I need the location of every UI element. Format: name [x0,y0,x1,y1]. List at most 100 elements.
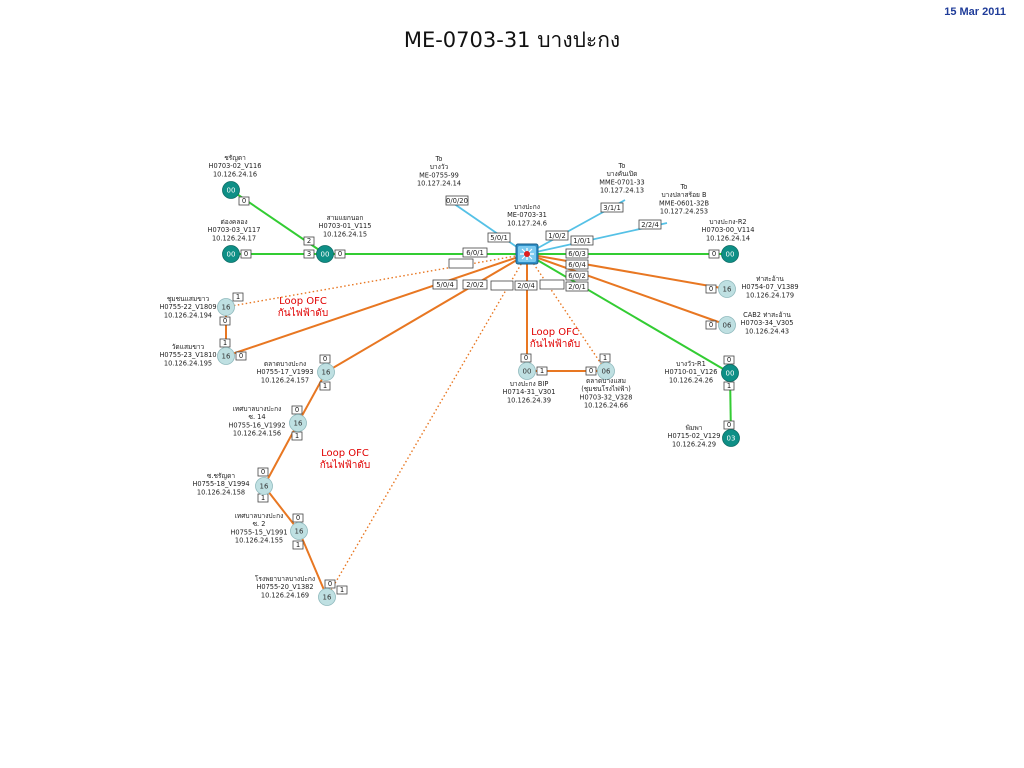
svg-text:บางวัว-R1: บางวัว-R1 [676,360,706,368]
svg-text:0: 0 [338,250,342,258]
link-n13-n14 [297,371,327,424]
port-n5_0: 0 [705,284,717,294]
node-n4[interactable]: 00 [721,245,739,263]
node-n16[interactable]: 16 [290,522,308,540]
port-p202: 2/0/2 [462,279,488,290]
node-n7[interactable]: 00 [721,364,739,382]
port-n1_0: 0 [238,196,250,206]
port-n14_bot: 1 [291,431,303,441]
svg-text:2/0/4: 2/0/4 [517,282,535,290]
svg-text:1: 1 [603,354,607,362]
port-n3_0: 0 [334,249,346,259]
svg-text:10.126.24.39: 10.126.24.39 [507,396,551,404]
port-p604: 6/0/4 [565,259,589,270]
svg-text:10.126.24.66: 10.126.24.66 [584,402,628,410]
svg-text:0: 0 [239,352,243,360]
svg-text:H0703-03_V117: H0703-03_V117 [208,226,261,234]
port-n12_r: 0 [235,351,247,361]
port-p0020: 0/0/20 [445,195,469,206]
svg-text:วัดแสมขาว: วัดแสมขาว [172,343,205,351]
svg-text:H0754-07_V1389: H0754-07_V1389 [741,283,798,291]
link-n15-n16 [263,485,300,532]
port-n7_top: 0 [723,355,735,365]
svg-text:H0755-20_V1382: H0755-20_V1382 [256,583,313,591]
svg-text:H0710-01_V126: H0710-01_V126 [665,368,718,376]
port-n13_top: 0 [319,354,331,364]
port-n15_bot: 1 [257,493,269,503]
svg-text:กันไฟฟ้าดับ: กันไฟฟ้าดับ [278,307,329,319]
link-n16-n17 [298,530,328,598]
link-n6-hub [526,253,728,326]
hub-label: บางปะกง [514,203,540,211]
svg-text:H0755-17_V1993: H0755-17_V1993 [256,368,313,376]
svg-text:H0703-34_V305: H0703-34_V305 [741,319,794,327]
port-n4_0: 0 [708,249,720,259]
node-n10[interactable]: 06 [597,362,615,380]
svg-text:H0703-02_V116: H0703-02_V116 [209,162,262,170]
svg-text:1: 1 [340,586,344,594]
port-n11_top: 1 [232,292,244,302]
link-n17-hub-loop [326,253,528,598]
port-blank2 [490,280,514,291]
svg-text:CAB2 ท่าสะอ้าน: CAB2 ท่าสะอ้าน [743,311,791,319]
switch-icon [515,243,539,265]
svg-text:10.127.24.13: 10.127.24.13 [600,187,644,195]
node-n15[interactable]: 16 [255,477,273,495]
port-blank1 [448,258,474,269]
port-n6_0: 0 [705,320,717,330]
node-n8[interactable]: 03 [722,429,740,447]
node-n5[interactable]: 16 [718,280,736,298]
node-n9[interactable]: 00 [518,362,536,380]
node-n12[interactable]: 16 [217,347,235,365]
svg-text:10.126.24.156: 10.126.24.156 [233,430,281,438]
svg-text:1/0/1: 1/0/1 [573,237,591,245]
svg-text:บางคันเปิด: บางคันเปิด [607,170,638,178]
link-n11-hub-loop [225,253,528,308]
port-n8_0: 0 [723,420,735,430]
node-n17[interactable]: 16 [318,588,336,606]
label-n10: ตลาดบางแสม(ชุมชนโรงไฟฟ้า)H0703-32_V32810… [580,377,633,410]
node-n3[interactable]: 00 [316,245,334,263]
svg-text:16: 16 [322,369,331,377]
port-p504: 5/0/4 [432,279,458,290]
svg-text:MME-0601-32B: MME-0601-32B [659,199,709,207]
port-p102: 1/0/2 [545,230,569,241]
svg-text:6/0/1: 6/0/1 [466,249,484,257]
svg-text:1/0/2: 1/0/2 [548,232,566,240]
port-n10_top: 1 [599,353,611,363]
svg-text:To: To [618,162,626,170]
svg-text:H0703-32_V328: H0703-32_V328 [580,393,633,401]
svg-text:ตลาดบางปะกง: ตลาดบางปะกง [264,360,306,368]
node-n11[interactable]: 16 [217,298,235,316]
node-n2[interactable]: 00 [222,245,240,263]
svg-text:16: 16 [723,286,732,294]
link-uplink-bangwua [449,200,528,255]
port-n13_bot: 1 [319,381,331,391]
port-n16_bot: 1 [292,540,304,550]
node-n6[interactable]: 06 [718,316,736,334]
svg-text:กันไฟฟ้าดับ: กันไฟฟ้าดับ [320,459,371,471]
node-n1[interactable]: 00 [222,181,240,199]
link-n7-hub [526,253,731,374]
svg-text:10.126.24.29: 10.126.24.29 [672,440,716,448]
port-n14_top: 0 [291,405,303,415]
port-n9_top: 0 [520,353,532,363]
svg-text:10.126.24.179: 10.126.24.179 [746,291,794,299]
node-n14[interactable]: 16 [289,414,307,432]
port-n11_bot: 0 [219,316,231,326]
svg-text:1: 1 [261,494,265,502]
node-n13[interactable]: 16 [317,363,335,381]
svg-text:ซ. 2: ซ. 2 [253,520,266,528]
svg-text:2: 2 [307,237,311,245]
svg-text:00: 00 [227,251,236,259]
